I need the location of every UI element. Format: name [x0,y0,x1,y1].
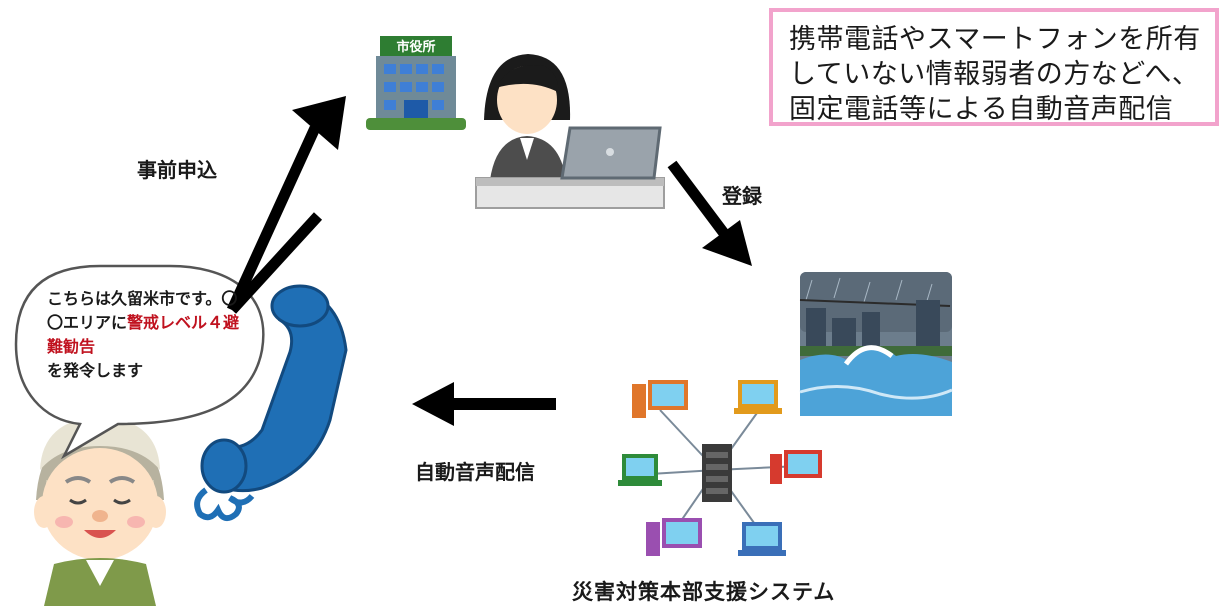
operator-with-laptop [475,54,665,209]
notice-line-3: 固定電話等による自動音声配信 [789,94,1174,125]
telephone-receiver-icon [194,284,348,522]
label-auto-voice: 自動音声配信 [415,460,535,484]
elderly-man-illustration [34,416,166,606]
city-hall-icon: 市役所 [366,36,466,130]
arrow-pre-application [226,96,346,314]
bubble-message: こちらは久留米市です。〇〇エリアに警戒レベル４避難勧告 を発令します [47,287,247,383]
network-system-illustration [618,380,822,556]
bubble-text-part1: こちらは久留米市です。〇〇エリアに [47,289,238,332]
notice-box: 携帯電話やスマートフォンを所有 していない情報弱者の方などへ、 固定電話等による… [769,8,1219,126]
arrow-auto-voice [412,382,556,426]
flood-illustration [799,272,953,416]
label-pre-application: 事前申込 [137,158,217,182]
notice-line-1: 携帯電話やスマートフォンを所有 [789,24,1201,55]
bubble-text-warning: 警戒レベル４避難勧告 [47,313,240,356]
arrow-registration [667,160,752,266]
city-hall-sign: 市役所 [396,39,435,55]
label-registration: 登録 [722,184,762,208]
bubble-text-part2: を発令します [47,361,144,380]
system-name-label: 災害対策本部支援システム [572,580,836,604]
notice-line-2: していない情報弱者の方などへ、 [789,59,1200,90]
speech-bubble [14,264,265,460]
